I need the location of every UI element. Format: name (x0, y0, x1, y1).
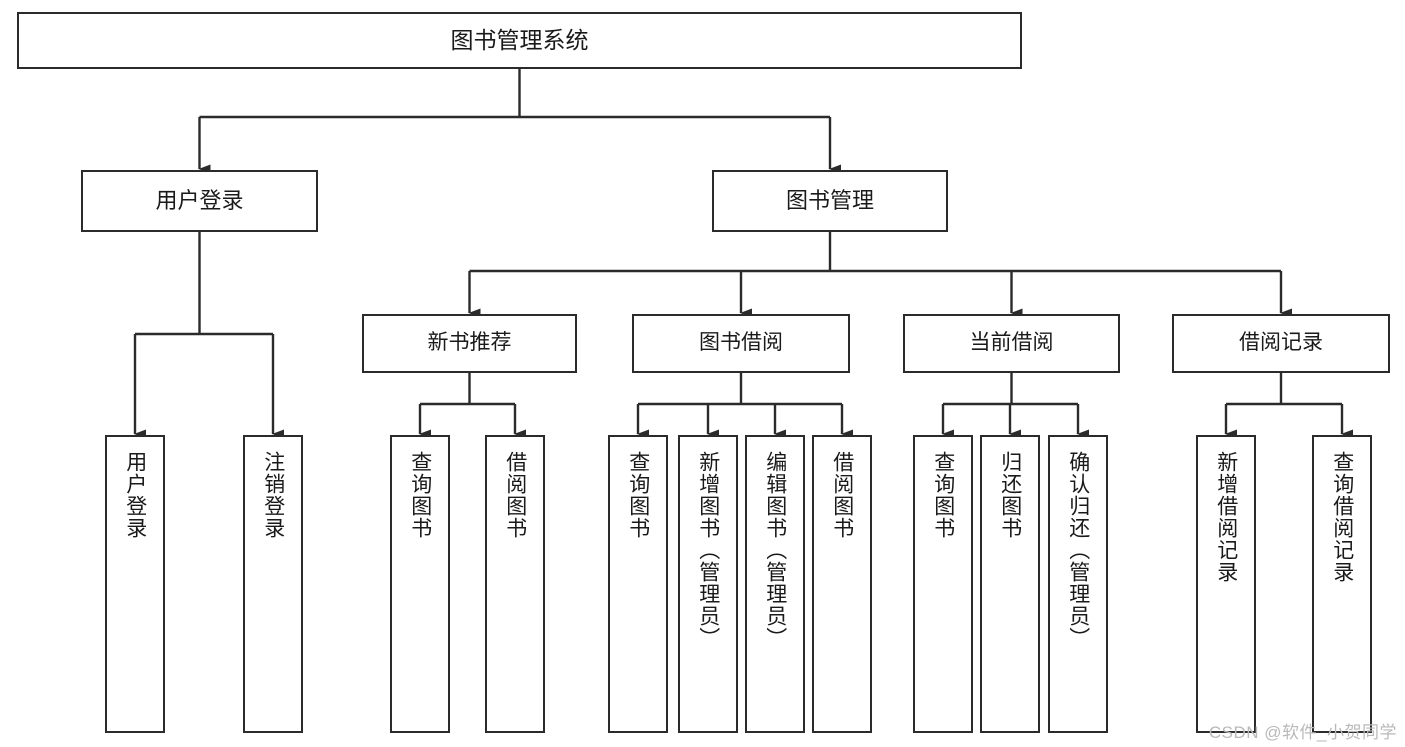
node-leaf-logout[interactable]: 注销登录 (243, 435, 303, 733)
node-label-book-borrow: 图书借阅 (699, 331, 783, 355)
node-label-leaf-query-book-1: 查询图书 (408, 451, 432, 539)
node-current-borrow[interactable]: 当前借阅 (903, 314, 1120, 373)
node-leaf-query-book-3[interactable]: 查询图书 (913, 435, 973, 733)
node-label-leaf-query-record: 查询借阅记录 (1330, 451, 1354, 583)
node-leaf-borrow-book-2[interactable]: 借阅图书 (812, 435, 872, 733)
node-book-borrow[interactable]: 图书借阅 (632, 314, 850, 373)
node-leaf-query-record[interactable]: 查询借阅记录 (1312, 435, 1372, 733)
node-label-borrow-record: 借阅记录 (1239, 331, 1323, 355)
node-label-leaf-edit-book: 编辑图书（管理员） (763, 451, 787, 649)
node-label-book-manage: 图书管理 (785, 188, 874, 214)
node-label-leaf-borrow-book-2: 借阅图书 (830, 451, 854, 539)
node-label-user-login: 用户登录 (155, 188, 244, 214)
node-leaf-add-book[interactable]: 新增图书（管理员） (678, 435, 738, 733)
node-leaf-query-book-2[interactable]: 查询图书 (608, 435, 668, 733)
node-leaf-user-login[interactable]: 用户登录 (105, 435, 165, 733)
node-label-leaf-query-book-3: 查询图书 (931, 451, 955, 539)
node-leaf-edit-book[interactable]: 编辑图书（管理员） (745, 435, 805, 733)
node-leaf-return-book[interactable]: 归还图书 (980, 435, 1040, 733)
node-user-login[interactable]: 用户登录 (81, 170, 318, 232)
node-root[interactable]: 图书管理系统 (17, 12, 1022, 69)
node-label-leaf-return-book: 归还图书 (998, 451, 1022, 539)
node-leaf-query-book-1[interactable]: 查询图书 (390, 435, 450, 733)
node-book-manage[interactable]: 图书管理 (712, 170, 948, 232)
node-label-leaf-borrow-book-1: 借阅图书 (503, 451, 527, 539)
node-label-leaf-add-book: 新增图书（管理员） (696, 451, 720, 649)
node-borrow-record[interactable]: 借阅记录 (1172, 314, 1390, 373)
edge-group (133, 69, 1353, 439)
node-label-leaf-logout: 注销登录 (261, 451, 285, 539)
node-label-current-borrow: 当前借阅 (969, 331, 1054, 355)
node-label-leaf-user-login: 用户登录 (123, 451, 147, 539)
node-new-book-rec[interactable]: 新书推荐 (362, 314, 577, 373)
node-label-leaf-confirm-return: 确认归还（管理员） (1066, 451, 1090, 649)
node-label-leaf-query-book-2: 查询图书 (626, 451, 650, 539)
node-label-leaf-add-record: 新增借阅记录 (1214, 451, 1238, 583)
node-leaf-borrow-book-1[interactable]: 借阅图书 (485, 435, 545, 733)
node-leaf-confirm-return[interactable]: 确认归还（管理员） (1048, 435, 1108, 733)
watermark-text: CSDN @软件_小贺同学 (1208, 723, 1397, 742)
node-leaf-add-record[interactable]: 新增借阅记录 (1196, 435, 1256, 733)
node-label-root: 图书管理系统 (450, 27, 589, 54)
node-label-new-book-rec: 新书推荐 (427, 331, 512, 355)
